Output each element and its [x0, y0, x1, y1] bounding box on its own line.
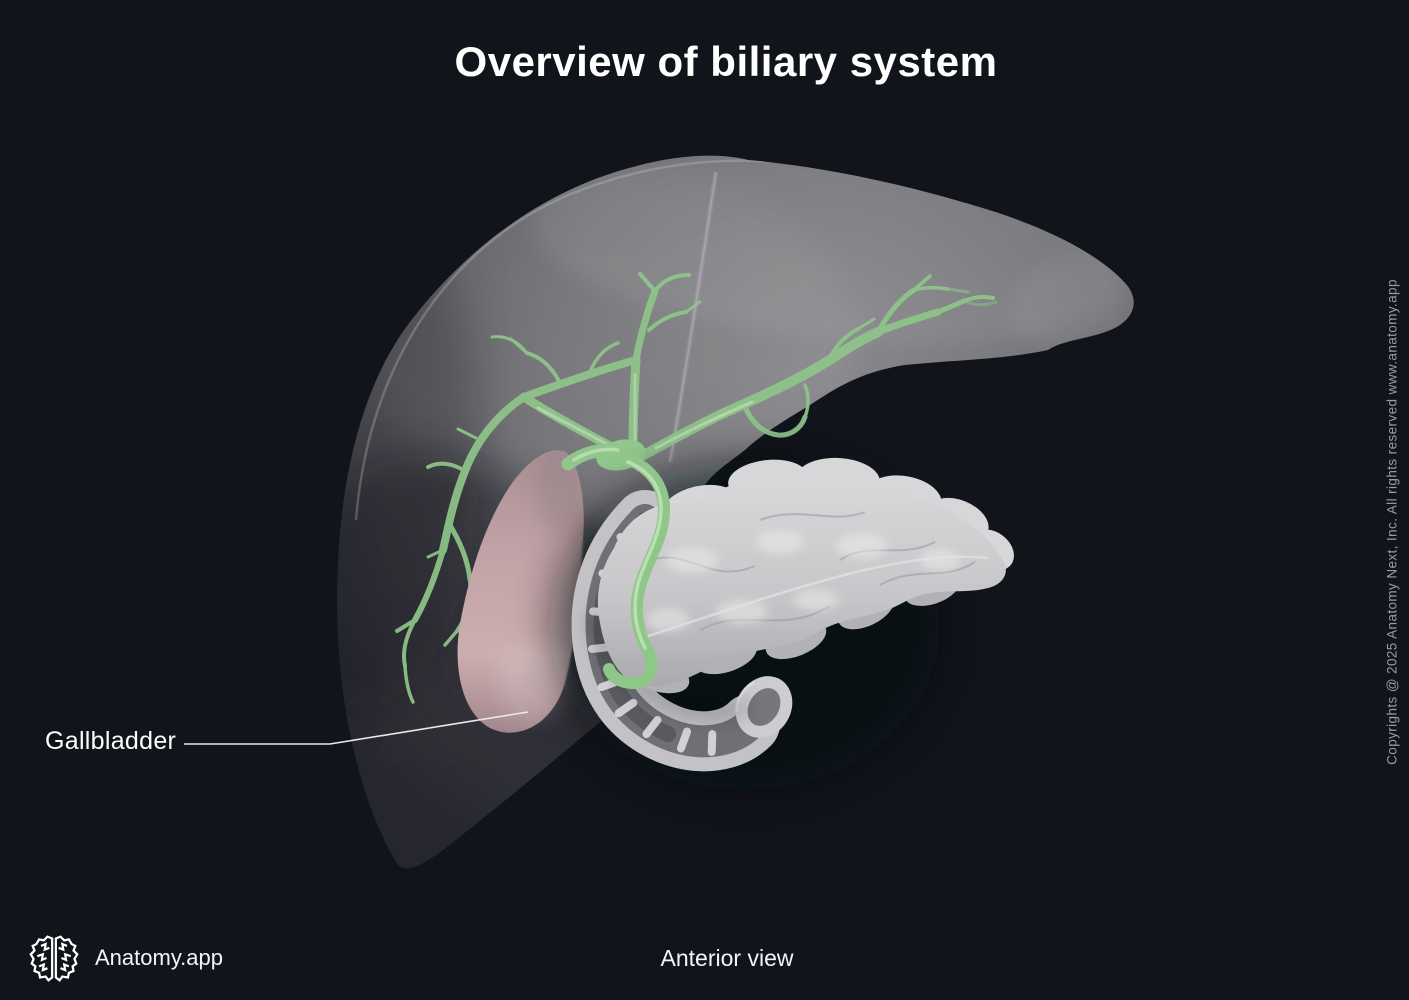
view-label: Anterior view	[660, 945, 794, 971]
brain-icon	[29, 935, 79, 982]
gallbladder-label: Gallbladder	[45, 727, 177, 755]
page-title: Overview of biliary system	[454, 38, 998, 85]
gallbladder	[457, 448, 586, 733]
pancreatic-duct-line	[635, 555, 989, 642]
falciform-ligament-line	[667, 171, 719, 463]
duodenum-cut-rim	[735, 676, 793, 738]
common-bile-duct	[603, 452, 671, 690]
brand-name: Anatomy.app	[95, 945, 224, 970]
pancreas	[597, 457, 1014, 694]
copyright-text: Copyrights @ 2025 Anatomy Next, Inc. All…	[1384, 279, 1400, 765]
brand-logo: Anatomy.app	[28, 930, 223, 986]
leader-line	[184, 711, 529, 745]
